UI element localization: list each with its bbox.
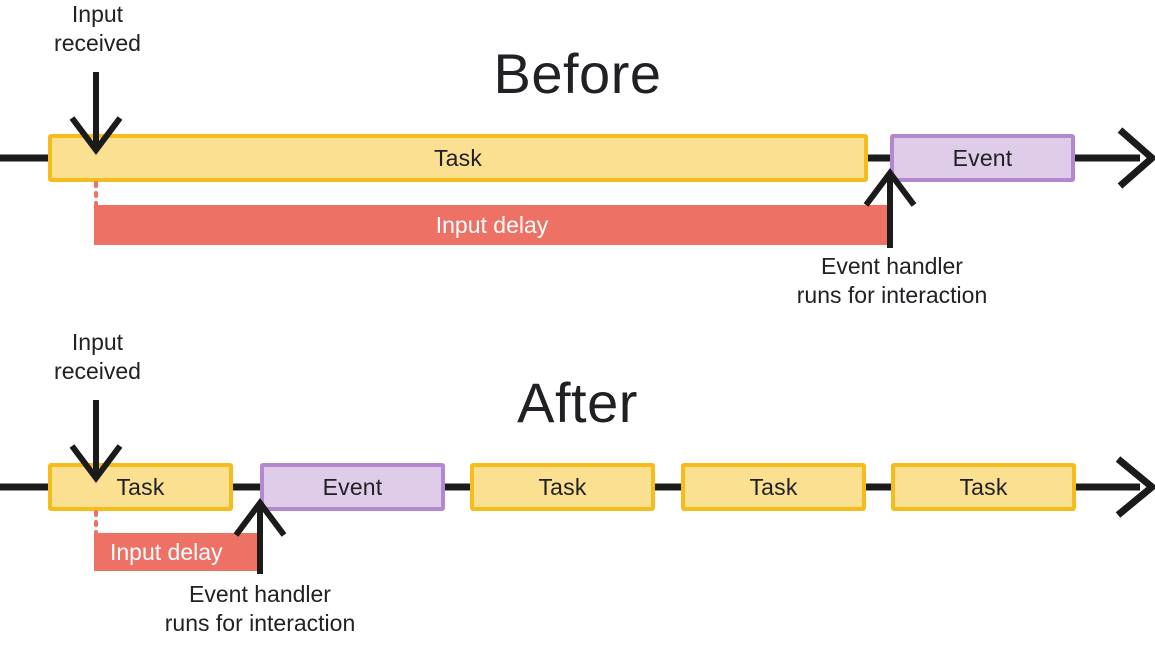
- before-input-arrowhead: [69, 116, 123, 155]
- after-task-label-4: Task: [959, 473, 1008, 500]
- before-timeline-arrowhead: [1117, 127, 1155, 189]
- before-event-block: Event: [890, 134, 1075, 182]
- after-input-delay-bar: Input delay: [94, 533, 262, 571]
- before-task-block: Task: [48, 134, 868, 182]
- after-handler-arrowhead: [233, 498, 287, 537]
- after-task-label-1: Task: [116, 473, 165, 500]
- after-task-label-3: Task: [749, 473, 798, 500]
- after-timeline-arrowhead: [1115, 456, 1155, 518]
- after-input-delay-label: Input delay: [110, 538, 223, 565]
- before-handler-arrowhead: [863, 168, 917, 207]
- after-event-label: Event: [322, 473, 383, 500]
- after-task-block-2: Task: [470, 463, 655, 511]
- after-input-arrowhead: [69, 444, 123, 483]
- after-event-block: Event: [260, 463, 445, 511]
- section-title-after: After: [517, 371, 638, 434]
- before-event-handler-label: Event handler runs for interaction: [796, 253, 988, 309]
- before-input-delay-label: Input delay: [435, 211, 549, 238]
- after-task-label-2: Task: [538, 473, 587, 500]
- after-task-block-4: Task: [891, 463, 1076, 511]
- before-input-received-label: Input received: [54, 1, 141, 57]
- before-task-label: Task: [433, 144, 483, 171]
- before-event-label: Event: [952, 144, 1013, 171]
- after-task-block-3: Task: [681, 463, 866, 511]
- section-title-before: Before: [493, 42, 662, 105]
- before-input-delay-bar: Input delay: [94, 205, 890, 245]
- after-input-received-label: Input received: [54, 329, 141, 385]
- after-event-handler-label: Event handler runs for interaction: [164, 581, 356, 637]
- after-task-block-1: Task: [48, 463, 233, 511]
